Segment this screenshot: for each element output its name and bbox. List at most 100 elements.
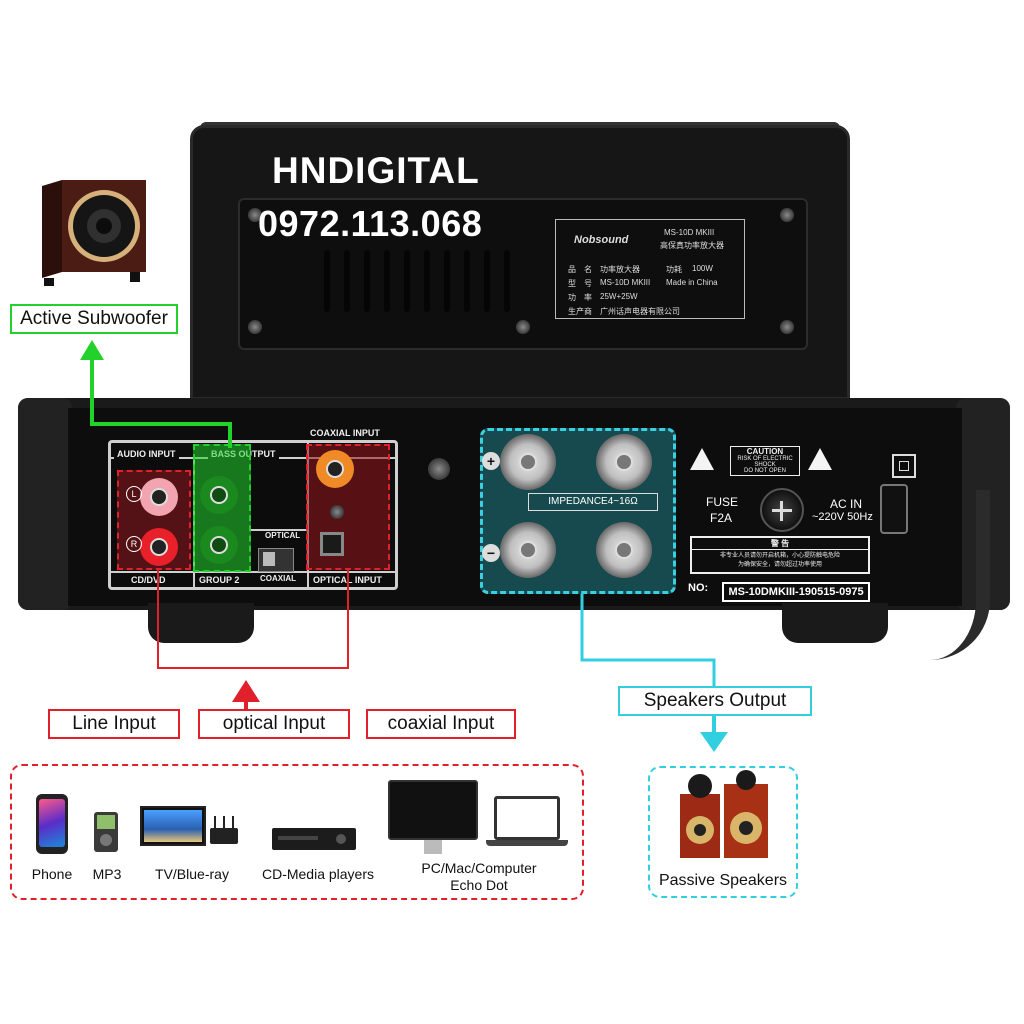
label-model-key: 型 号 xyxy=(568,279,592,288)
label-made: Made in China xyxy=(666,278,718,287)
fuse-value: F2A xyxy=(710,511,733,525)
speaker-terminal-right-positive[interactable] xyxy=(596,434,652,490)
cd-media-players-label: CD-Media players xyxy=(261,866,375,882)
active-subwoofer-label: Active Subwoofer xyxy=(10,304,178,334)
ground-screw xyxy=(428,458,450,480)
coaxial-input-label: COAXIAL INPUT xyxy=(307,428,383,438)
vent-slot xyxy=(324,250,330,312)
caution-line-2: DO NOT OPEN xyxy=(744,468,786,474)
line-input-label: Line Input xyxy=(48,709,180,739)
label-maker-key: 生产商 xyxy=(568,307,592,316)
group2-label: GROUP 2 xyxy=(196,575,243,585)
vent-slot xyxy=(484,250,490,312)
optical-input-annotation: optical Input xyxy=(198,709,350,739)
negative-marker: − xyxy=(482,544,500,562)
foot-right xyxy=(782,603,888,643)
vent-slot xyxy=(464,250,470,312)
arrow-up-icon xyxy=(80,340,104,360)
phone-icon xyxy=(36,794,68,854)
serial-key: NO: xyxy=(688,582,709,594)
vent-slot xyxy=(384,250,390,312)
mp3-label: MP3 xyxy=(92,866,122,882)
phone-label: Phone xyxy=(31,866,73,882)
vent-slot xyxy=(344,250,350,312)
label-power-value: 100W xyxy=(692,264,713,273)
vent-slot xyxy=(504,250,510,312)
pc-mac-computer-label: PC/Mac/Computer xyxy=(421,860,537,876)
label-name-value: 功率放大器 xyxy=(600,265,640,274)
warning-notice-label: 警 告 非专业人员请勿开启机箱，小心提防触电危险 为确保安全，请勿超过功率使用 xyxy=(690,536,870,574)
positive-marker: + xyxy=(482,452,500,470)
monitor-stand xyxy=(424,840,442,854)
ac-in-value: ~220V 50Hz xyxy=(812,511,873,523)
label-name-key: 品 名 xyxy=(568,265,592,274)
screw xyxy=(330,505,344,519)
label-maker-value: 广州话声电器有限公司 xyxy=(600,307,680,316)
model-line: MS-10D MKIII xyxy=(664,228,715,237)
vent-slot xyxy=(364,250,370,312)
notice-title: 警 告 xyxy=(692,538,868,550)
arrow-down-icon xyxy=(700,732,728,752)
router-icon xyxy=(210,816,238,844)
caution-title: CAUTION xyxy=(746,447,784,456)
cd-dvd-label: CD/DVD xyxy=(128,575,169,585)
top-back-plate xyxy=(238,198,808,350)
watermark-brand: HNDIGITAL xyxy=(272,150,480,191)
coaxial-input-annotation: coaxial Input xyxy=(366,709,516,739)
power-inlet xyxy=(880,484,908,534)
coaxial-jack[interactable] xyxy=(316,450,354,488)
brand-logo-text: Nobsound xyxy=(574,234,629,246)
mp3-player-icon xyxy=(94,812,118,852)
caution-label: CAUTION RISK OF ELECTRIC SHOCK DO NOT OP… xyxy=(730,446,800,476)
notice-line-1: 非专业人员请勿开启机箱，小心提防触电危险 xyxy=(719,553,840,559)
serial-number: NO: MS-10DMKIII-190515-0975 xyxy=(688,582,870,602)
rca-jack-right[interactable] xyxy=(140,528,178,566)
fuse-holder[interactable] xyxy=(760,488,804,532)
vent-slot xyxy=(444,250,450,312)
bass-output-jack-2[interactable] xyxy=(200,526,238,564)
screw xyxy=(248,208,262,222)
screw xyxy=(780,320,794,334)
foot-left xyxy=(148,603,254,643)
screw xyxy=(248,320,262,334)
tv-blue-ray-label: TV/Blue-ray xyxy=(155,866,229,882)
passive-speakers-image xyxy=(676,770,776,862)
echo-dot-label: Echo Dot xyxy=(450,877,508,893)
speaker-terminal-left-negative[interactable] xyxy=(500,522,556,578)
speaker-terminal-right-negative[interactable] xyxy=(596,522,652,578)
shock-warning-icon xyxy=(690,448,714,470)
screw xyxy=(780,208,794,222)
vent-slot xyxy=(404,250,410,312)
monitor-icon xyxy=(388,780,478,840)
optical-jack[interactable] xyxy=(320,532,344,556)
fuse-label: FUSE xyxy=(706,495,739,509)
vent-slot xyxy=(424,250,430,312)
cd-player-icon xyxy=(272,828,356,850)
passive-speakers-box xyxy=(648,766,798,898)
tv-icon xyxy=(140,806,206,846)
power-cable xyxy=(900,490,990,660)
device-label-card: Nobsound MS-10D MKIII 高保真功率放大器 品 名 功率放大器… xyxy=(555,219,745,319)
impedance-label: IMPEDANCE4~16Ω xyxy=(528,493,658,511)
power-switch-icon xyxy=(892,454,916,478)
speaker-terminal-left-positive[interactable] xyxy=(500,434,556,490)
laptop-icon xyxy=(494,796,560,840)
label-subtitle: 高保真功率放大器 xyxy=(660,241,724,250)
input-select-switch[interactable] xyxy=(258,548,294,572)
label-power-key: 功耗 xyxy=(666,265,682,274)
label-model-value: MS-10D MKIII xyxy=(600,278,651,287)
bass-output-jack-1[interactable] xyxy=(200,476,238,514)
ac-in-label: AC IN xyxy=(830,497,863,511)
right-channel-label: R xyxy=(126,536,142,552)
audio-input-label: AUDIO INPUT xyxy=(114,449,179,459)
subwoofer-image xyxy=(38,180,150,288)
coaxial-switch-label: COAXIAL xyxy=(257,574,299,583)
rca-jack-left[interactable] xyxy=(140,478,178,516)
label-rating-key: 功 率 xyxy=(568,293,592,302)
passive-speakers-label: Passive Speakers xyxy=(658,872,788,889)
serial-value: MS-10DMKIII-190515-0975 xyxy=(722,582,870,602)
laptop-base xyxy=(486,840,568,846)
caution-line-1: RISK OF ELECTRIC SHOCK xyxy=(737,456,793,468)
screw xyxy=(516,320,530,334)
